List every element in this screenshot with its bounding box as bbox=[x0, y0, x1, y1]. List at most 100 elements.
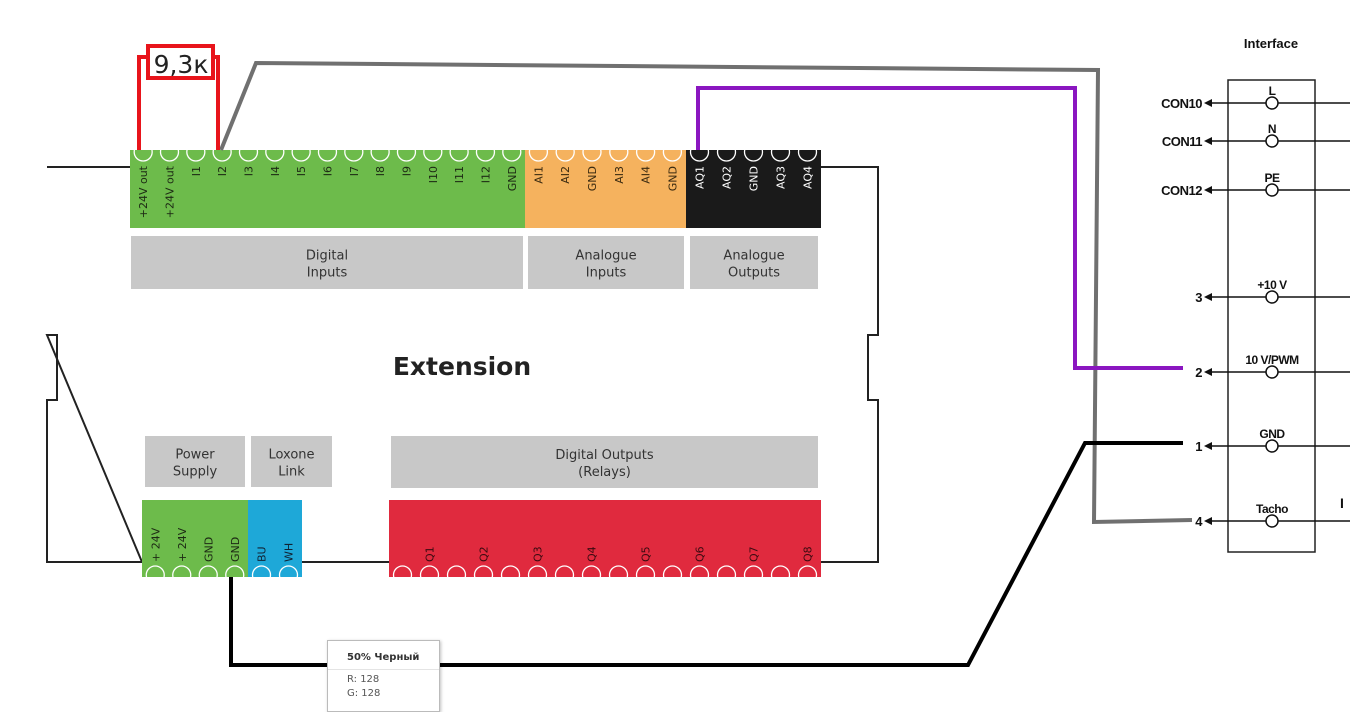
terminal-label: I7 bbox=[348, 166, 361, 176]
terminal-label: I12 bbox=[479, 166, 492, 183]
terminal bbox=[608, 565, 629, 585]
terminal bbox=[716, 565, 737, 585]
digital-outputs-label-line1: Digital Outputs bbox=[555, 448, 653, 463]
interface-signal-label: GND bbox=[1259, 427, 1285, 441]
terminal-label: Q1 bbox=[424, 546, 437, 562]
terminal bbox=[423, 142, 443, 162]
terminal bbox=[186, 142, 206, 162]
terminal-label: Q3 bbox=[532, 546, 545, 562]
terminal-label: Q5 bbox=[640, 546, 653, 562]
resistor-label: 9,3к bbox=[154, 50, 209, 79]
terminal-label: GND bbox=[586, 166, 599, 191]
gnd-wire bbox=[229, 441, 1183, 667]
resistor bbox=[146, 44, 215, 80]
terminal-label: I10 bbox=[427, 166, 440, 183]
arrow-icon bbox=[1204, 137, 1212, 145]
terminal bbox=[635, 142, 656, 162]
terminal-label: GND bbox=[666, 166, 679, 191]
terminal bbox=[392, 565, 413, 585]
analogue-outputs-label-line1: Analogue bbox=[723, 249, 784, 264]
power-supply-label-line1: Power bbox=[175, 448, 215, 463]
terminal bbox=[449, 142, 469, 162]
loxone-link-label-line1: Loxone bbox=[268, 448, 314, 463]
interface-terminal bbox=[1265, 183, 1279, 197]
interface-pin-label: CON12 bbox=[1161, 183, 1202, 198]
terminal bbox=[145, 565, 165, 585]
terminal-label: I6 bbox=[321, 166, 334, 176]
interface-pin-label: 4 bbox=[1195, 514, 1203, 529]
interface-pin-label: 3 bbox=[1195, 290, 1202, 305]
tooltip-r: R: 128 bbox=[347, 674, 380, 685]
terminal-label: I4 bbox=[269, 166, 282, 176]
terminal-label: Q8 bbox=[802, 546, 815, 562]
interface-terminal bbox=[1265, 96, 1279, 110]
terminal bbox=[419, 565, 440, 585]
analogue-inputs-block bbox=[525, 150, 686, 228]
terminal-label: AI4 bbox=[640, 166, 653, 184]
interface-title: Interface bbox=[1244, 36, 1298, 51]
terminal bbox=[582, 142, 602, 162]
interface-pin-label: CON11 bbox=[1162, 134, 1202, 149]
interface-signal-label: 10 V/PWM bbox=[1245, 353, 1299, 367]
terminal bbox=[528, 142, 549, 162]
digital-outputs-label-line2: (Relays) bbox=[578, 465, 631, 480]
terminal bbox=[689, 565, 710, 585]
pwm-wire bbox=[696, 86, 1183, 370]
terminal bbox=[662, 565, 683, 585]
analogue-inputs-label-line2: Inputs bbox=[586, 266, 627, 281]
analogue-inputs-label-line1: Analogue bbox=[575, 249, 636, 264]
interface-box bbox=[1227, 79, 1316, 553]
terminal-label: Q7 bbox=[748, 546, 761, 562]
digital-inputs-label-line1: Digital bbox=[306, 249, 348, 264]
terminal-label: GND bbox=[506, 166, 519, 191]
interface-signal-label: N bbox=[1268, 122, 1276, 136]
terminal bbox=[159, 142, 180, 162]
extension-outline bbox=[45, 166, 879, 563]
power-supply-label-line2: Supply bbox=[173, 465, 218, 480]
interface-pin-label: 1 bbox=[1195, 439, 1202, 454]
terminal bbox=[317, 142, 338, 162]
terminal-label: BU bbox=[256, 546, 269, 562]
terminal bbox=[291, 142, 311, 162]
terminal-label: I8 bbox=[374, 166, 387, 176]
terminal bbox=[770, 565, 791, 585]
terminal-label: GND bbox=[229, 537, 242, 562]
interface-terminal bbox=[1265, 290, 1279, 304]
tooltip-title: 50% Черный bbox=[347, 652, 420, 663]
terminal bbox=[475, 142, 496, 162]
terminal bbox=[609, 142, 629, 162]
analogue-outputs-block bbox=[686, 150, 821, 228]
arrow-icon bbox=[1204, 186, 1212, 194]
terminal bbox=[344, 142, 364, 162]
terminal bbox=[500, 565, 521, 585]
color-tooltip: 50% Черный R: 128 G: 128 bbox=[327, 640, 440, 712]
terminal-label: GND bbox=[748, 166, 761, 191]
loxone-link-label-line2: Link bbox=[278, 465, 305, 480]
digital-inputs-label bbox=[131, 236, 523, 289]
terminal-label: WH bbox=[283, 543, 296, 562]
terminal bbox=[198, 565, 218, 585]
terminal bbox=[555, 142, 575, 162]
terminal-label: AI2 bbox=[559, 166, 572, 184]
interface-pin-label: CON10 bbox=[1161, 96, 1202, 111]
arrow-icon bbox=[1204, 293, 1212, 301]
terminal-label: I5 bbox=[295, 166, 308, 176]
terminal bbox=[133, 142, 153, 162]
terminal-label: Q4 bbox=[586, 546, 599, 562]
terminal bbox=[527, 565, 548, 585]
terminal-label: +24V out bbox=[163, 165, 176, 218]
interface-signal-label: PE bbox=[1264, 171, 1280, 185]
terminal-label: AI3 bbox=[613, 166, 626, 184]
interface-signal-label: L bbox=[1269, 84, 1276, 98]
analogue-outputs-label bbox=[690, 236, 818, 289]
terminal bbox=[251, 565, 272, 585]
terminal bbox=[770, 142, 791, 162]
terminal-label: AI1 bbox=[532, 166, 545, 184]
power-supply-block bbox=[142, 500, 248, 577]
terminal-label: + 24V bbox=[149, 527, 162, 562]
terminal-label: I2 bbox=[216, 166, 229, 176]
terminal bbox=[265, 142, 285, 162]
relays-block bbox=[389, 500, 821, 577]
terminal bbox=[554, 565, 575, 585]
